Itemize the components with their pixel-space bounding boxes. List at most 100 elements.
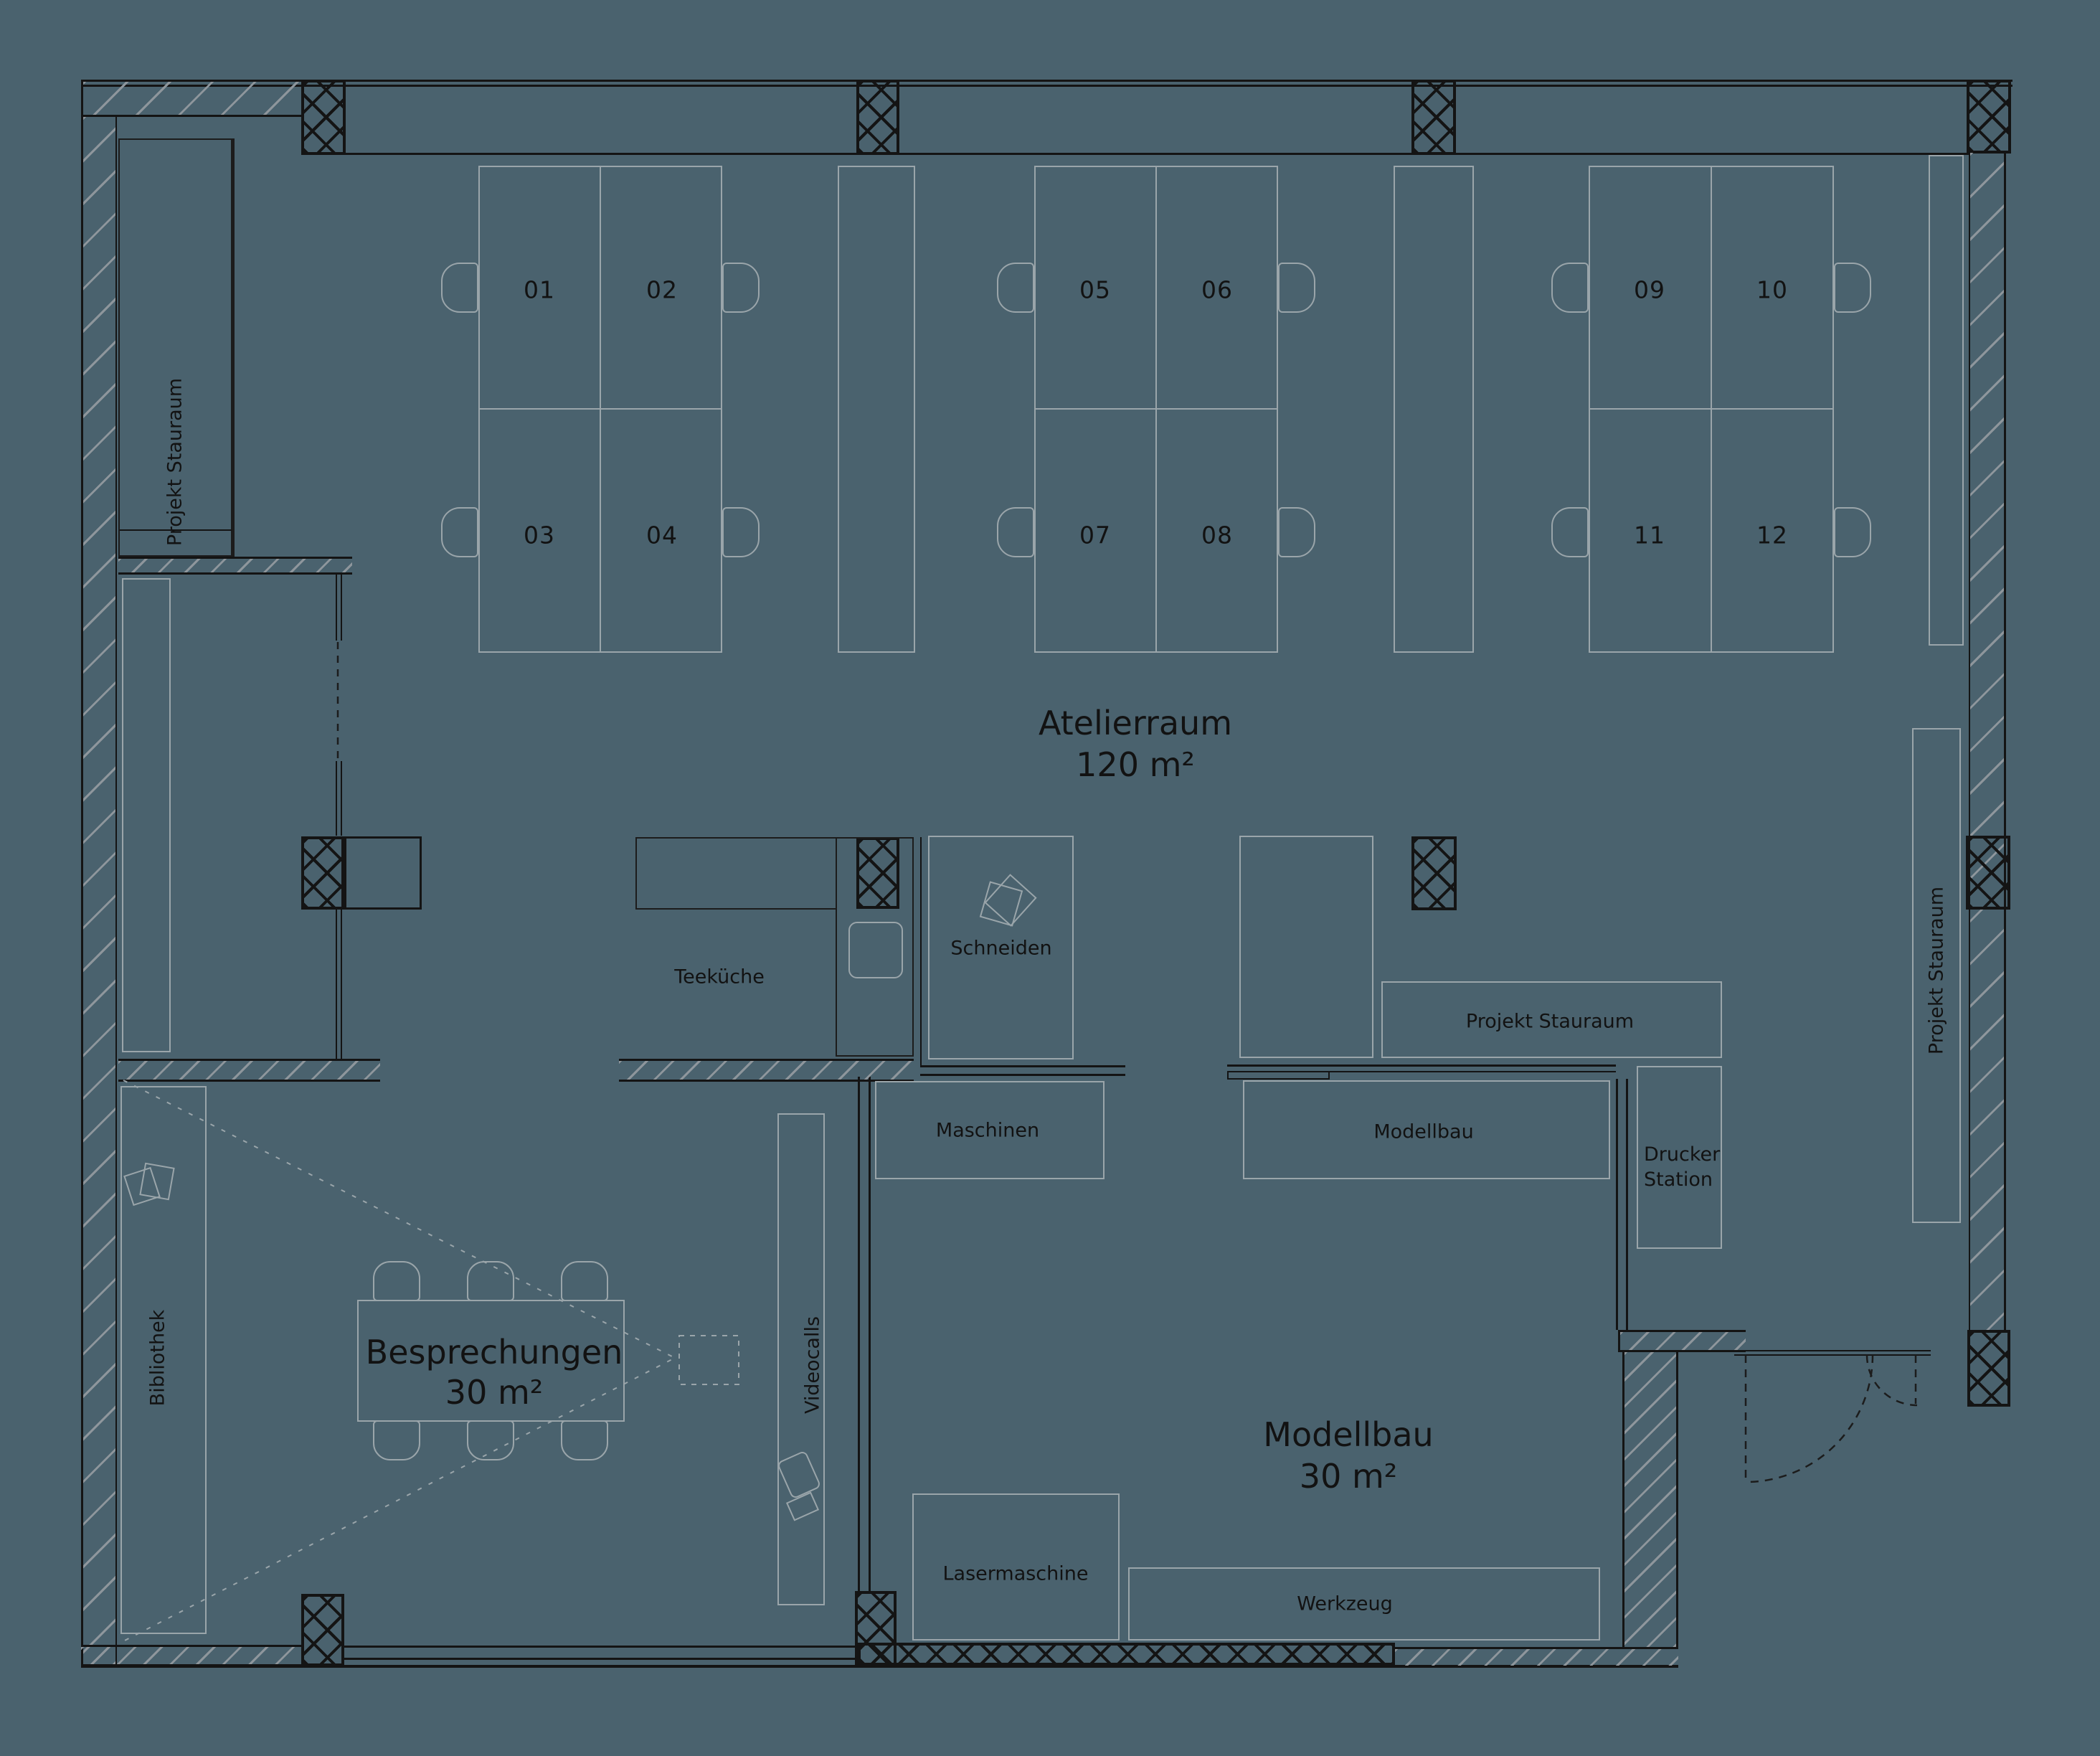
chair: [373, 1420, 420, 1460]
structural-column: [856, 80, 899, 155]
chair: [997, 263, 1034, 313]
room-title-atelierraum: Atelierraum: [1038, 704, 1233, 742]
door-swing-large: [1745, 1354, 1874, 1483]
bottom-outer-line: [81, 1665, 1678, 1668]
structural-column: [1411, 836, 1457, 910]
bibliothek-shelf: [120, 1086, 207, 1634]
label-bibliothek: Bibliothek: [146, 1309, 169, 1407]
drucker-station-table: [1637, 1066, 1722, 1249]
label-werkzeug: Werkzeug: [1297, 1592, 1393, 1615]
chair: [441, 263, 478, 313]
desk-05-label: 05: [1079, 275, 1111, 304]
door-threshold: [1734, 1350, 1931, 1356]
sliding-door-leaf: [1227, 1071, 1330, 1080]
label-projekt-stauraum-center: Projekt Stauraum: [1465, 1010, 1635, 1033]
desk-07-label: 07: [1079, 521, 1111, 549]
label-lasermaschine: Lasermaschine: [942, 1562, 1089, 1585]
werkzeug-bench: [1128, 1567, 1600, 1641]
chair: [1551, 263, 1589, 313]
partition-lower: [336, 910, 342, 1060]
desk-11-label: 11: [1634, 521, 1665, 549]
chair: [1278, 263, 1315, 313]
desk-divider: [1034, 408, 1278, 410]
label-drucker-station: Drucker Station: [1644, 1143, 1721, 1191]
structural-column: [1966, 836, 2010, 910]
cabinet-shelf-line: [120, 529, 232, 531]
desk-10-label: 10: [1756, 275, 1788, 304]
meeting-north-wall-east: [619, 1059, 914, 1082]
chair: [722, 263, 760, 313]
meeting-north-wall-west: [118, 1059, 380, 1082]
room-title-besprechungen: Besprechungen: [365, 1333, 623, 1372]
outer-wall-bottom-left: [81, 1645, 301, 1666]
structural-column: [1967, 80, 2011, 154]
desk-12-label: 12: [1756, 521, 1788, 549]
door-swing-small: [1865, 1354, 1918, 1407]
schneiden-table: [928, 836, 1074, 1059]
outer-wall-top-left: [81, 82, 301, 117]
maschinen-table: [875, 1081, 1105, 1179]
desk-08-label: 08: [1201, 521, 1233, 549]
modellbau-north-wall-west: [920, 1065, 1125, 1076]
videocalls-desk: [777, 1113, 825, 1605]
projekt-stauraum-right-shelf: [1912, 728, 1961, 1223]
wall-southeast-vertical: [1622, 1352, 1678, 1647]
bottom-wall-right: [1395, 1647, 1678, 1666]
top-window-double-line: [81, 80, 2012, 87]
desk-divider: [1589, 408, 1834, 410]
modellbau-bench: [1243, 1080, 1610, 1179]
modellbau-west-wall: [858, 1077, 871, 1594]
chair: [722, 507, 760, 557]
outer-wall-right: [1969, 153, 2006, 1330]
closet-wardrobe: [122, 578, 171, 1052]
partition-jamb: [336, 575, 342, 641]
desk-divider: [478, 408, 722, 410]
shelf-unit: [838, 166, 915, 653]
desk-09-label: 09: [1634, 275, 1665, 304]
desk-06-label: 06: [1201, 275, 1233, 304]
label-modellbau-bench: Modellbau: [1373, 1120, 1474, 1143]
chair: [1551, 507, 1589, 557]
projekt-stauraum-center-cabinet: [1381, 981, 1722, 1058]
structural-column: [1967, 1330, 2010, 1407]
desk-01-label: 01: [524, 275, 555, 304]
wall-southeast-horizontal: [1618, 1330, 1746, 1352]
projection-screen-dashed: [678, 1335, 739, 1385]
modellbau-north-wall-east: [1227, 1065, 1616, 1072]
chair: [441, 507, 478, 557]
desk-04-label: 04: [646, 521, 678, 549]
alcove-wall: [118, 557, 352, 575]
structural-column: [855, 1591, 897, 1666]
structural-column: [301, 836, 344, 910]
teekueche-east-wall: [920, 837, 922, 1065]
structural-column: [856, 837, 899, 909]
label-projekt-stauraum-right: Projekt Stauraum: [1925, 886, 1948, 1055]
chair: [561, 1261, 608, 1301]
room-area-modellbau: 30 m²: [1299, 1457, 1398, 1496]
top-window-inner-line: [301, 153, 1969, 155]
chair: [467, 1261, 514, 1301]
structural-column: [1411, 80, 1456, 155]
label-teekueche: Teeküche: [674, 966, 765, 988]
chair: [1834, 263, 1871, 313]
label-projekt-stauraum-left: Projekt Stauraum: [164, 377, 186, 547]
label-videocalls: Videocalls: [801, 1316, 824, 1415]
chair: [561, 1420, 608, 1460]
label-maschinen: Maschinen: [935, 1119, 1040, 1142]
work-table: [1239, 836, 1373, 1058]
storage-cabinet-left: [118, 138, 235, 557]
chair: [467, 1420, 514, 1460]
teekueche-counter-arm: [836, 837, 914, 1057]
modellbau-east-wall: [1616, 1079, 1628, 1330]
partition-jamb: [336, 761, 342, 836]
room-title-modellbau: Modellbau: [1263, 1415, 1434, 1454]
chair: [373, 1261, 420, 1301]
room-area-besprechungen: 30 m²: [445, 1373, 544, 1412]
sink: [848, 922, 903, 978]
shelf-unit: [1929, 155, 1964, 646]
desk-02-label: 02: [646, 275, 678, 304]
label-schneiden: Schneiden: [950, 937, 1052, 960]
chair: [1834, 507, 1871, 557]
